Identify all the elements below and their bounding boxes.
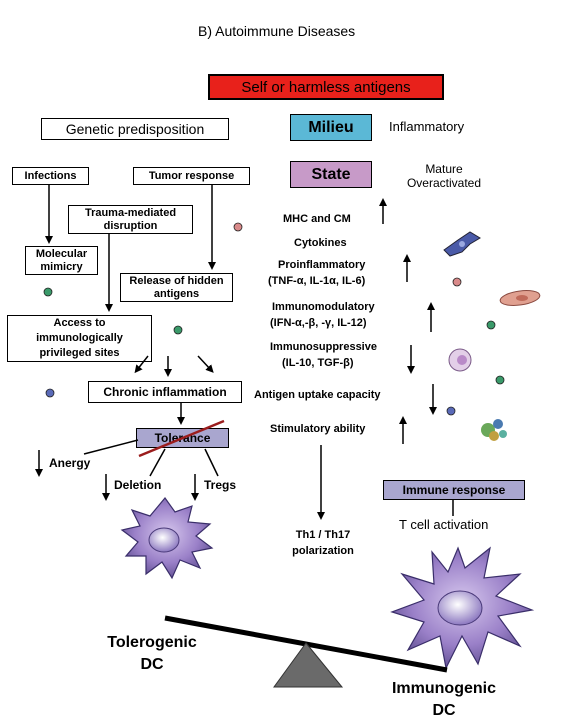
anergy-label: Anergy	[49, 456, 91, 470]
dot-icon	[446, 406, 456, 416]
stimulatory-label: Stimulatory ability	[270, 423, 366, 435]
dot-icon	[452, 277, 462, 287]
dc-cell-icon	[443, 231, 481, 257]
tolerogenic-dc-label: Tolerogenic DC	[107, 634, 197, 673]
dot-icon	[233, 222, 243, 232]
fulcrum-icon	[273, 642, 344, 688]
trauma-box: Trauma-mediated disruption	[68, 205, 193, 234]
strike-through-icon	[138, 419, 225, 458]
proinflammatory-label: Proinflammatory	[278, 259, 366, 271]
tolerogenic-dc-icon	[120, 497, 214, 580]
dot-icon	[486, 320, 496, 330]
pathogen-icon	[481, 419, 507, 441]
fibroblast-icon	[499, 290, 541, 306]
privileged-sites-box: Access to immunologically privileged sit…	[7, 315, 152, 362]
release-hidden-antigens-box: Release of hidden antigens	[120, 273, 233, 302]
cytokines-label: Cytokines	[294, 237, 347, 249]
antigen-uptake-label: Antigen uptake capacity	[254, 389, 381, 401]
t-cell-activation-label: T cell activation	[399, 517, 489, 532]
dot-icon	[495, 375, 505, 385]
immunomodulatory-list: (IFN-α,-β, -γ, IL-12)	[270, 317, 367, 329]
plasma-cell-icon	[448, 348, 472, 372]
self-antigens-banner: Self or harmless antigens	[208, 74, 444, 100]
immunogenic-dc-icon	[390, 546, 535, 670]
immunosuppressive-label: Immunosuppressive	[270, 341, 377, 353]
branch-anergy	[83, 439, 139, 455]
branch-tregs	[204, 448, 219, 477]
tumor-response-box: Tumor response	[133, 167, 250, 185]
arrow-to-chronic-1	[134, 355, 149, 374]
immune-response-box: Immune response	[383, 480, 525, 500]
genetic-predisposition-box: Genetic predisposition	[41, 118, 229, 140]
tregs-label: Tregs	[204, 478, 237, 492]
deletion-label: Deletion	[114, 478, 162, 492]
molecular-mimicry-box: Molecular mimicry	[25, 246, 98, 275]
state-value: Mature Overactivated	[406, 162, 482, 190]
infections-box: Infections	[12, 167, 89, 185]
immunogenic-dc-label: Immunogenic DC	[391, 680, 496, 719]
branch-deletion	[149, 448, 166, 477]
immunosuppressive-list: (IL-10, TGF-β)	[282, 357, 354, 369]
milieu-box: Milieu	[290, 114, 372, 141]
immunomodulatory-label: Immunomodulatory	[272, 301, 375, 313]
state-box: State	[290, 161, 372, 188]
dot-icon	[173, 325, 183, 335]
chronic-inflammation-box: Chronic inflammation	[88, 381, 242, 403]
mhc-label: MHC and CM	[283, 213, 351, 225]
figure-title: B) Autoimmune Diseases	[198, 23, 356, 39]
arrow-to-chronic-3	[197, 355, 214, 373]
milieu-value: Inflammatory	[389, 119, 465, 134]
dot-icon	[45, 388, 55, 398]
dot-icon	[43, 287, 53, 297]
proinflammatory-list: (TNF-α, IL-1α, IL-6)	[268, 275, 366, 287]
th-polarization-label: Th1 / Th17 polarization	[292, 529, 354, 557]
